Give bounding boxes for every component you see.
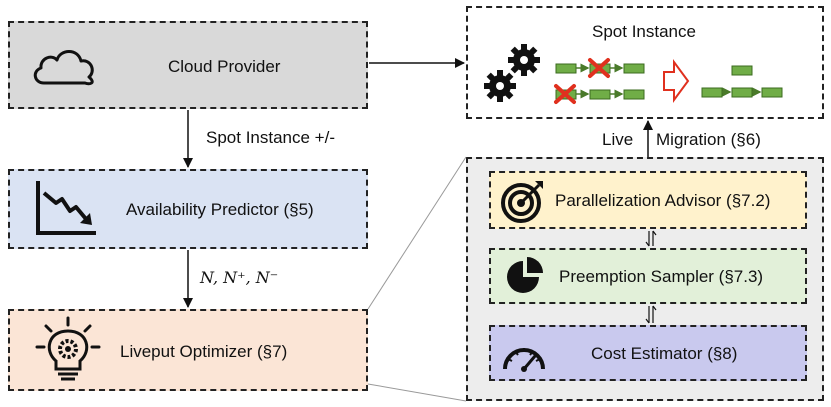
- target-icon: [501, 181, 543, 223]
- pie-chart-icon: [507, 257, 543, 293]
- cloud-provider-node: Cloud Provider: [8, 21, 368, 109]
- cloud-icon: [33, 50, 94, 86]
- liveput-optimizer-label: Liveput Optimizer (§7): [120, 342, 288, 361]
- zoom-lines: [367, 156, 467, 402]
- spot-instance-node: Spot Instance: [466, 6, 824, 119]
- live-label: Live: [602, 130, 634, 149]
- gears-icon: [484, 44, 540, 102]
- gauge-icon: [503, 348, 545, 372]
- cloud-provider-label: Cloud Provider: [168, 57, 281, 76]
- cost-estimator-label: Cost Estimator (§8): [591, 344, 738, 363]
- preemption-sampler-node: Preemption Sampler (§7.3): [489, 248, 807, 304]
- advisor-sampler-link: [645, 230, 657, 247]
- sampler-estimator-link: [645, 305, 657, 324]
- availability-predictor-label: Availability Predictor (§5): [126, 200, 314, 219]
- trend-down-icon: [36, 181, 96, 235]
- parallelization-advisor-label: Parallelization Advisor (§7.2): [555, 191, 771, 210]
- cost-estimator-node: Cost Estimator (§8): [489, 325, 807, 381]
- preemption-sampler-label: Preemption Sampler (§7.3): [559, 267, 764, 286]
- instance-migration-illustration: [554, 58, 783, 104]
- spot-instance-change-label: Spot Instance +/-: [206, 128, 335, 147]
- lightbulb-gear-icon: [35, 316, 101, 381]
- node-counts-label: N, N⁺, N⁻: [200, 268, 279, 287]
- spot-instance-label: Spot Instance: [592, 22, 696, 41]
- availability-predictor-node: Availability Predictor (§5): [8, 169, 368, 249]
- liveput-optimizer-node: Liveput Optimizer (§7): [8, 309, 368, 391]
- migration-label: Migration (§6): [656, 130, 761, 149]
- parallelization-advisor-node: Parallelization Advisor (§7.2): [489, 171, 807, 229]
